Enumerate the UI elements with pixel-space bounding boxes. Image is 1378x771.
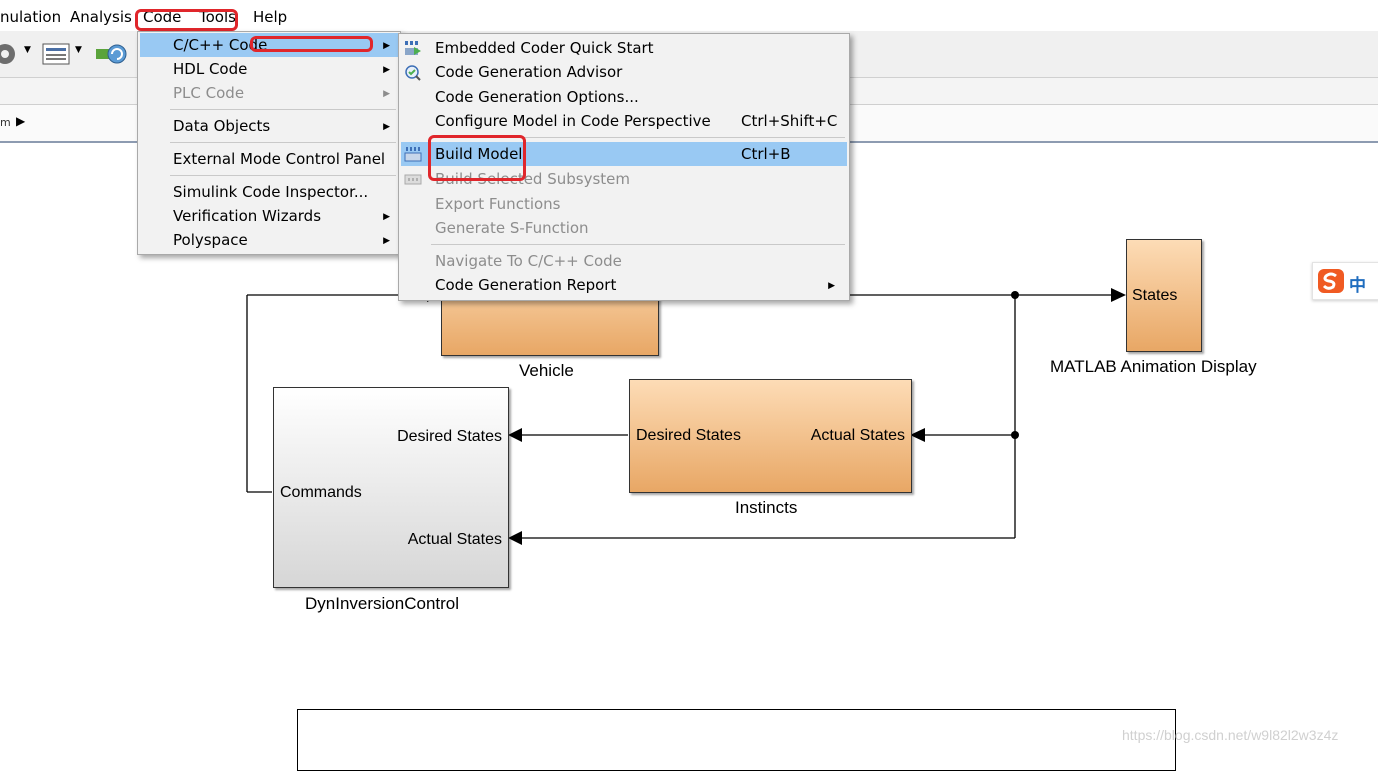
menu-separator [170, 175, 396, 176]
submenu-arrow-icon: ▶ [383, 122, 390, 132]
menu-bar: nulation Analysis Code Tools Help [0, 0, 1378, 31]
branch-point [1011, 431, 1019, 439]
build-icon [404, 147, 422, 162]
chevron-right-icon[interactable]: ▶ [16, 114, 26, 128]
animation-display-block[interactable]: States [1126, 239, 1202, 352]
menu-item-label: Build Selected Subsystem [435, 170, 630, 188]
model-settings-icon[interactable] [42, 43, 70, 65]
menu-item-label: Navigate To C/C++ Code [435, 252, 622, 270]
advisor-icon [405, 65, 421, 81]
breadcrumb[interactable]: m [0, 116, 11, 129]
branch-point [1011, 291, 1019, 299]
build-subsystem-icon [404, 174, 422, 185]
annotation-box-build-model [428, 135, 526, 181]
menu-item-label: Configure Model in Code Perspective [435, 112, 711, 130]
arrowhead [1111, 288, 1126, 302]
menu-item-label: Code Generation Options... [435, 88, 639, 106]
menu-item-polyspace[interactable]: Polyspace ▶ [140, 228, 398, 252]
menu-item-shortcut: Ctrl+Shift+C [741, 112, 838, 130]
watermark: https://blog.csdn.net/w9l82l2w3z4z [1122, 727, 1339, 743]
menu-analysis[interactable]: Analysis [70, 8, 132, 26]
ime-mode-label: 中 [1349, 276, 1366, 296]
quick-start-icon [405, 41, 421, 55]
annotation-box-code-tools [135, 9, 238, 31]
dyninv-commands-port: Commands [280, 484, 362, 501]
dyninv-desired-port: Desired States [397, 428, 502, 445]
menu-item-label: Code Generation Advisor [435, 63, 623, 81]
menu-item-hdl-code[interactable]: HDL Code ▶ [140, 57, 398, 81]
menu-item-label: Generate S-Function [435, 219, 589, 237]
menu-item-label: Simulink Code Inspector... [173, 183, 369, 201]
submenu-arrow-icon: ▶ [383, 41, 390, 51]
animation-in-port: States [1132, 287, 1178, 304]
menu-item-data-objects[interactable]: Data Objects ▶ [140, 114, 398, 138]
cpp-code-submenu: Embedded Coder Quick Start Code Generati… [398, 33, 850, 301]
menu-item-code-gen-report[interactable]: Code Generation Report ▶ [401, 273, 847, 297]
menu-item-label: Data Objects [173, 117, 271, 135]
vehicle-block-name: Vehicle [519, 361, 574, 380]
menu-item-label: Code Generation Report [435, 276, 617, 294]
dyninv-actual-port: Actual States [407, 531, 502, 548]
menu-tools[interactable]: Tools [199, 8, 236, 26]
submenu-arrow-icon: ▶ [383, 89, 390, 99]
menu-item-label: Polyspace [173, 231, 248, 249]
menu-item-label: C/C++ Code [173, 36, 268, 54]
menu-item-label: Verification Wizards [173, 207, 322, 225]
menu-item-shortcut: Ctrl+B [741, 145, 791, 163]
annotation-box-cpp-code [250, 36, 373, 52]
menu-item-navigate-code[interactable]: Navigate To C/C++ Code [401, 249, 847, 273]
instincts-block[interactable]: Desired States Actual States [629, 379, 912, 493]
ime-toolbar[interactable]: 中 [1312, 262, 1378, 300]
update-diagram-icon[interactable] [94, 41, 128, 67]
menu-separator [170, 109, 396, 110]
submenu-arrow-icon: ▶ [828, 281, 835, 291]
menu-separator [431, 244, 845, 245]
menu-item-label: Export Functions [435, 195, 561, 213]
instincts-block-name: Instincts [735, 498, 798, 517]
menu-item-build-model[interactable]: Build Model Ctrl+B [401, 142, 847, 166]
instincts-actual-port: Actual States [810, 427, 905, 444]
menu-item-label: Build Model [435, 145, 523, 163]
menu-separator [170, 142, 396, 143]
gear-icon[interactable] [0, 40, 22, 68]
dyninversion-block-name: DynInversionControl [305, 594, 460, 613]
code-menu: C/C++ Code ▶ HDL Code ▶ PLC Code ▶ Data … [137, 31, 401, 255]
menu-item-label: HDL Code [173, 60, 248, 78]
menu-item-export-functions[interactable]: Export Functions [401, 192, 847, 216]
arrowhead [508, 531, 522, 545]
menu-item-plc-code[interactable]: PLC Code ▶ [140, 81, 398, 105]
menu-item-code-gen-advisor[interactable]: Code Generation Advisor [401, 60, 847, 84]
dyninversion-block[interactable]: Desired States Commands Actual States [273, 387, 509, 588]
menu-item-verification-wizards[interactable]: Verification Wizards ▶ [140, 204, 398, 228]
menu-item-quick-start[interactable]: Embedded Coder Quick Start [401, 36, 847, 60]
chevron-down-icon[interactable]: ▼ [75, 45, 82, 55]
sogou-ime-icon [1318, 269, 1344, 293]
menu-simulation[interactable]: nulation [0, 8, 62, 26]
menu-separator [431, 137, 845, 138]
chevron-down-icon[interactable]: ▼ [24, 45, 31, 55]
submenu-arrow-icon: ▶ [383, 65, 390, 75]
menu-help[interactable]: Help [253, 8, 288, 26]
menu-item-code-gen-options[interactable]: Code Generation Options... [401, 85, 847, 109]
annotation-area [297, 709, 1176, 771]
menu-item-configure-model[interactable]: Configure Model in Code Perspective Ctrl… [401, 109, 847, 133]
menu-item-external-mode[interactable]: External Mode Control Panel [140, 147, 398, 171]
menu-code[interactable]: Code [143, 8, 182, 26]
menu-item-generate-sfunction[interactable]: Generate S-Function [401, 216, 847, 240]
arrowhead [508, 428, 522, 442]
menu-item-label: PLC Code [173, 84, 245, 102]
menu-item-label: External Mode Control Panel [173, 150, 386, 168]
animation-block-name: MATLAB Animation Display [1050, 357, 1257, 376]
menu-item-build-subsystem[interactable]: Build Selected Subsystem [401, 167, 847, 191]
menu-item-label: Embedded Coder Quick Start [435, 39, 654, 57]
instincts-desired-port: Desired States [636, 427, 741, 444]
arrowhead [910, 428, 925, 442]
submenu-arrow-icon: ▶ [383, 236, 390, 246]
submenu-arrow-icon: ▶ [383, 212, 390, 222]
menu-item-code-inspector[interactable]: Simulink Code Inspector... [140, 180, 398, 204]
